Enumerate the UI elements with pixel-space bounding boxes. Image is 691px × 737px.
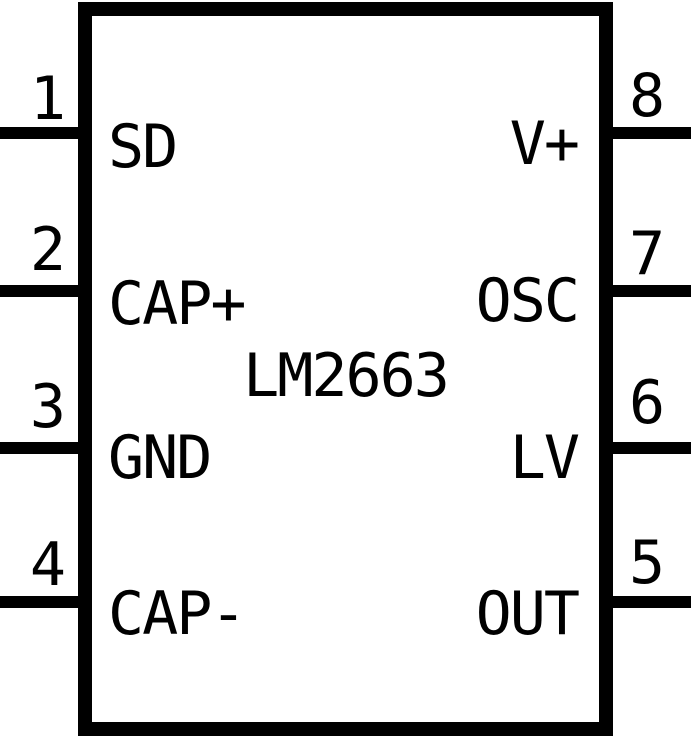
pin-3-lead [0,442,78,454]
pin-4-lead [0,596,78,608]
pin-7-number: 7 [629,219,665,289]
pin-3-label: GND [108,423,212,493]
pin-2-lead [0,285,78,297]
pin-5-label: OUT [475,579,580,649]
pin-3-number: 3 [29,372,66,442]
pin-6-number: 6 [629,368,665,438]
pin-7-label: OSC [475,266,580,336]
pin-7-lead [613,285,691,297]
pin-5-number: 5 [629,528,665,598]
pin-1-label: SD [108,112,178,182]
pin-1-number: 1 [29,64,66,134]
pin-6-label: LV [509,423,580,493]
pin-8-lead [613,127,691,139]
pin-2-label: CAP+ [108,269,246,339]
ic-body-outline [78,2,613,736]
pin-8-label: V+ [509,109,580,179]
pin-4-label: CAP- [108,579,246,649]
pin-5-lead [613,596,691,608]
pin-8-number: 8 [629,61,665,131]
pin-6-lead [613,442,691,454]
pin-4-number: 4 [29,530,66,600]
pin-1-lead [0,127,78,139]
ic-part-number: LM2663 [243,341,450,411]
pin-2-number: 2 [29,215,66,285]
